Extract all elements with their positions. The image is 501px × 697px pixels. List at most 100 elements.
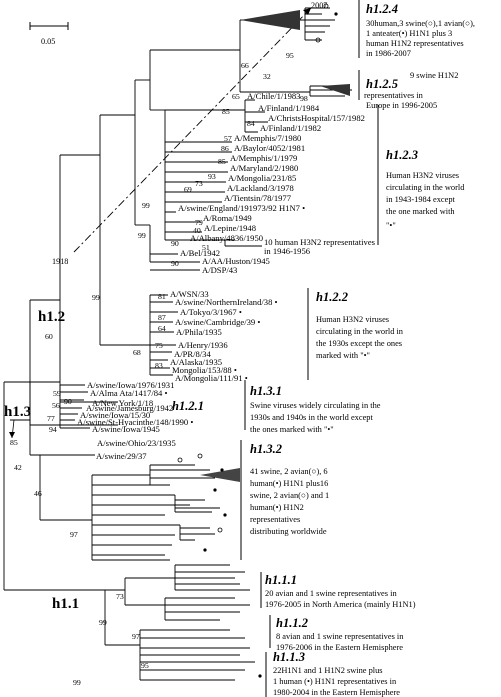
taxon-mongolia-231: A/Mongolia/231/85 <box>228 173 296 183</box>
bootstrap-value: 99 <box>138 231 146 240</box>
taxon-chile: A/Chile/1/1983 <box>247 91 300 101</box>
bootstrap-value: 73 <box>195 179 203 188</box>
bootstrap-value: 97 <box>70 530 78 539</box>
taxon-mongolia-111: A/Mongolia/111/91 • <box>175 373 248 383</box>
bootstrap-value: 99 <box>99 618 107 627</box>
description-line: 1976-2006 in the Eastern Hemisphere <box>276 643 403 652</box>
taxon-baylor: A/Baylor/4052/1981 <box>234 143 305 153</box>
clade-title-h1-3-2: h1.3.2 <box>250 442 282 456</box>
description-line: representatives <box>250 515 300 524</box>
clade-description-h1-1-3: 22H1N1 and 1 H1N2 swine plus 1 human (•)… <box>273 666 400 697</box>
clade-title-h1-3-1: h1.3.1 <box>250 384 282 398</box>
clade-title-h1-2-2: h1.2.2 <box>316 290 348 304</box>
year-top: 2007 <box>311 1 327 10</box>
description-line: the one marked with <box>386 207 455 216</box>
bootstrap-value: 60 <box>45 332 53 341</box>
description-line: 1 anteater(•) H1N1 plus 3 <box>366 29 452 38</box>
clade-title-h1-2-1: h1.2.1 <box>172 399 204 413</box>
clade-title-h1-2-5: h1.2.5 <box>366 77 398 91</box>
bootstrap-value: 87 <box>158 313 166 322</box>
clade-description-h1-2-2: Human H3N2 viruses circulating in the wo… <box>316 315 404 360</box>
bootstrap-value: 83 <box>155 361 163 370</box>
description-line: in 1943-1984 except <box>386 195 456 204</box>
bootstrap-value: 68 <box>133 348 141 357</box>
description-line: human(•) H1N2 <box>250 503 304 512</box>
clade-title-h1-2-4: h1.2.4 <box>366 2 398 16</box>
clade-description-h1-1-1: 20 avian and 1 swine representatives in … <box>265 589 416 609</box>
bootstrap-value: 73 <box>116 592 124 601</box>
bootstrap-value: 95 <box>141 661 149 670</box>
description-line: representatives in <box>364 91 424 100</box>
taxon-swine-iowa-1945: A/swine/Iowa/1945 <box>92 424 160 434</box>
taxon-swine-iowa-15: A/swine/Iowa/15/30 <box>80 410 150 420</box>
bootstrap-value: 94 <box>49 425 57 434</box>
taxon-phila: A/Phila/1935 <box>176 327 222 337</box>
bootstrap-value: 65 <box>232 92 240 101</box>
taxon-lackland: A/Lackland/3/1978 <box>227 183 294 193</box>
h1-3-pointer-head <box>9 432 15 438</box>
description-line: Europe in 1996-2005 <box>366 101 437 110</box>
clade-title-h1-1-2: h1.1.2 <box>276 616 308 630</box>
taxon-aa-huston: A/AA/Huston/1945 <box>202 256 270 266</box>
taxon-mongolia-153: Mongolia/153/88 • <box>172 365 237 375</box>
taxon-swine-29-37: A/swine/29/37 <box>96 451 147 461</box>
taxon-henry: A/Henry/1936 <box>178 340 228 350</box>
bootstrap-value: 77 <box>47 414 55 423</box>
clade-bars <box>240 0 379 697</box>
bootstrap-value: 99 <box>92 293 100 302</box>
description-line: in 1986-2007 <box>366 49 411 58</box>
taxon-lepine: A/Lepine/1948 <box>204 223 256 233</box>
description-line: 8 avian and 1 swine representatives in <box>276 632 404 641</box>
taxon-pr8: A/PR/8/34 <box>174 349 211 359</box>
description-line: marked with "•" <box>316 351 370 360</box>
taxon-swine-cambridge: A/swine/Cambridge/39 • <box>175 317 260 327</box>
bootstrap-value: 59 <box>53 389 61 398</box>
bootstrap-value: 85 <box>222 107 230 116</box>
taxon-christs-hospital: A/ChristsHospital/157/1982 <box>268 113 365 123</box>
clade-description-h1-2-5: 9 swine H1N2 representatives in Europe i… <box>364 71 458 110</box>
clade-label-h1-2: h1.2 <box>38 309 65 325</box>
taxon-memphis-1: A/Memphis/1/1979 <box>230 153 297 163</box>
description-line: human H1N2 representatives <box>366 39 464 48</box>
bootstrap-value: 40 <box>193 226 201 235</box>
bootstrap-value: 57 <box>224 134 232 143</box>
description-line: human(•) H1N1 plus16 <box>250 479 328 488</box>
description-line: the 1930s except the ones <box>316 339 402 348</box>
description-line: 1930s and 1940s in the world except <box>250 413 373 422</box>
bootstrap-value: 90 <box>171 259 179 268</box>
bootstrap-value: 99 <box>73 678 81 687</box>
taxon-dsp: A/DSP/43 <box>202 265 237 275</box>
taxon-labels: A/Chile/1/1983 A/Finland/1/1984 A/Christ… <box>77 91 376 461</box>
clade-description-h1-2-4: 30human,3 swine(○),1 avian(○), 1 anteate… <box>366 19 475 58</box>
taxon-bel: A/Bel/1942 <box>180 248 220 258</box>
taxon-swine-ohio: A/swine/Ohio/23/1935 <box>97 438 176 448</box>
description-line: 20 avian and 1 swine representatives in <box>265 589 397 598</box>
bootstrap-value: 79 <box>195 218 203 227</box>
description-line: 1976-2005 in North America (mainly H1N1) <box>265 600 416 609</box>
clade-description-h1-2-3: Human H3N2 viruses circulating in the wo… <box>386 171 465 230</box>
bootstrap-value: 85 <box>218 157 226 166</box>
taxon-new-york: A/New York/1/18 <box>92 398 153 408</box>
bootstrap-value: 32 <box>263 72 271 81</box>
taxon-swine-iowa-1976: A/swine/Iowa/1976/1931 <box>87 380 174 390</box>
clade-description-h1-3-1: Swine viruses widely circulating in the … <box>250 401 381 434</box>
bootstrap-value: 81 <box>158 292 166 301</box>
bootstrap-value: 84 <box>247 119 255 128</box>
bootstrap-value: 98 <box>300 94 308 103</box>
clade-title-h1-1-3: h1.1.3 <box>273 650 305 664</box>
description-line: Human H3N2 viruses <box>386 171 459 180</box>
taxon-maryland: A/Maryland/2/1980 <box>230 163 298 173</box>
taxon-alaska: A/Alaska/1935 <box>170 357 222 367</box>
taxon-alma-ata: A/Alma Ata/1417/84 • <box>90 388 167 398</box>
bootstrap-value: 90 <box>64 397 72 406</box>
bootstrap-values: 95 66 32 98 65 85 84 57 86 85 93 73 69 7… <box>10 51 308 687</box>
clade-description-h1-1-2: 8 avian and 1 swine representatives in 1… <box>276 632 404 652</box>
taxon-group-1946: 10 human H3N2 representatives <box>264 237 376 247</box>
description-line: 1980-2004 in the Eastern Hemisphere <box>273 688 400 697</box>
clade-label-h1-3: h1.3 <box>4 404 31 420</box>
tree-branches <box>3 7 352 681</box>
description-line: distributing worldwide <box>250 527 327 536</box>
clade-triangle-h1-2-4 <box>240 10 300 30</box>
marker-symbols <box>177 3 338 678</box>
bootstrap-value: 66 <box>241 61 249 70</box>
